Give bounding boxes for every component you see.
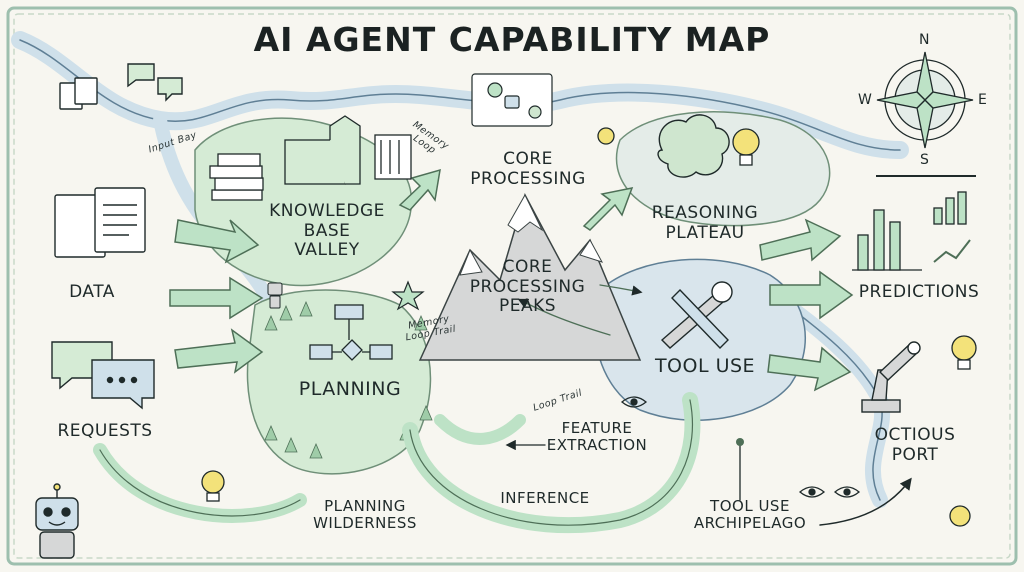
planning-label: PLANNING: [298, 378, 402, 400]
map-border: [6, 6, 1018, 566]
core-processing-peaks-mountain: [418, 193, 642, 361]
knowledge-base-valley-label: KNOWLEDGE BASE VALLEY: [269, 201, 385, 261]
documents-icon: [54, 77, 146, 258]
tool-use-region: [593, 258, 807, 421]
brain-icon: [657, 114, 730, 178]
flowchart-icon: [309, 304, 393, 361]
compass-east: E: [978, 92, 987, 108]
planning-region: [246, 289, 432, 475]
requests-input-label: REQUESTS: [57, 421, 153, 441]
feature-extraction-label: FEATURE EXTRACTION: [546, 419, 648, 455]
compass-rose-icon: [876, 51, 976, 177]
eye-icon: [620, 396, 861, 498]
small-robot-icon: [267, 282, 283, 309]
planning-wilderness-label: PLANNING WILDERNESS: [313, 497, 417, 533]
map-title: AI AGENT CAPABILITY MAP: [253, 20, 771, 59]
bar-chart-icon: [852, 191, 971, 271]
star-icon: [391, 280, 425, 311]
compass-west: W: [858, 92, 872, 108]
tool-use-label: TOOL USE: [654, 355, 756, 377]
predictions-output-label: PREDICTIONS: [858, 282, 980, 302]
robot-arm-icon: [861, 341, 921, 413]
books-icon: [209, 153, 264, 201]
data-input-label: DATA: [69, 282, 115, 302]
lightbulb-icon: [201, 127, 977, 527]
core-processing-label: CORE PROCESSING: [470, 149, 586, 189]
octious-port-output-label: OCTIOUS PORT: [874, 425, 956, 465]
flow-arrows: [93, 284, 912, 534]
input-arrows: [169, 168, 854, 392]
inference-label: INFERENCE: [500, 489, 590, 507]
compass-north: N: [919, 32, 930, 48]
school-icon: [284, 115, 412, 185]
tool-use-archipelago-label: TOOL USE ARCHIPELAGO: [693, 497, 807, 533]
mini-map-icon: [471, 73, 553, 127]
core-processing-peaks-label: CORE PROCESSING PEAKS: [469, 257, 586, 317]
chat-bubbles-icon: [51, 63, 183, 410]
robot-mascot-icon: [35, 483, 79, 559]
reasoning-plateau-label: REASONING PLATEAU: [651, 203, 759, 243]
compass-south: S: [920, 152, 929, 168]
wrench-icon: [660, 281, 733, 350]
